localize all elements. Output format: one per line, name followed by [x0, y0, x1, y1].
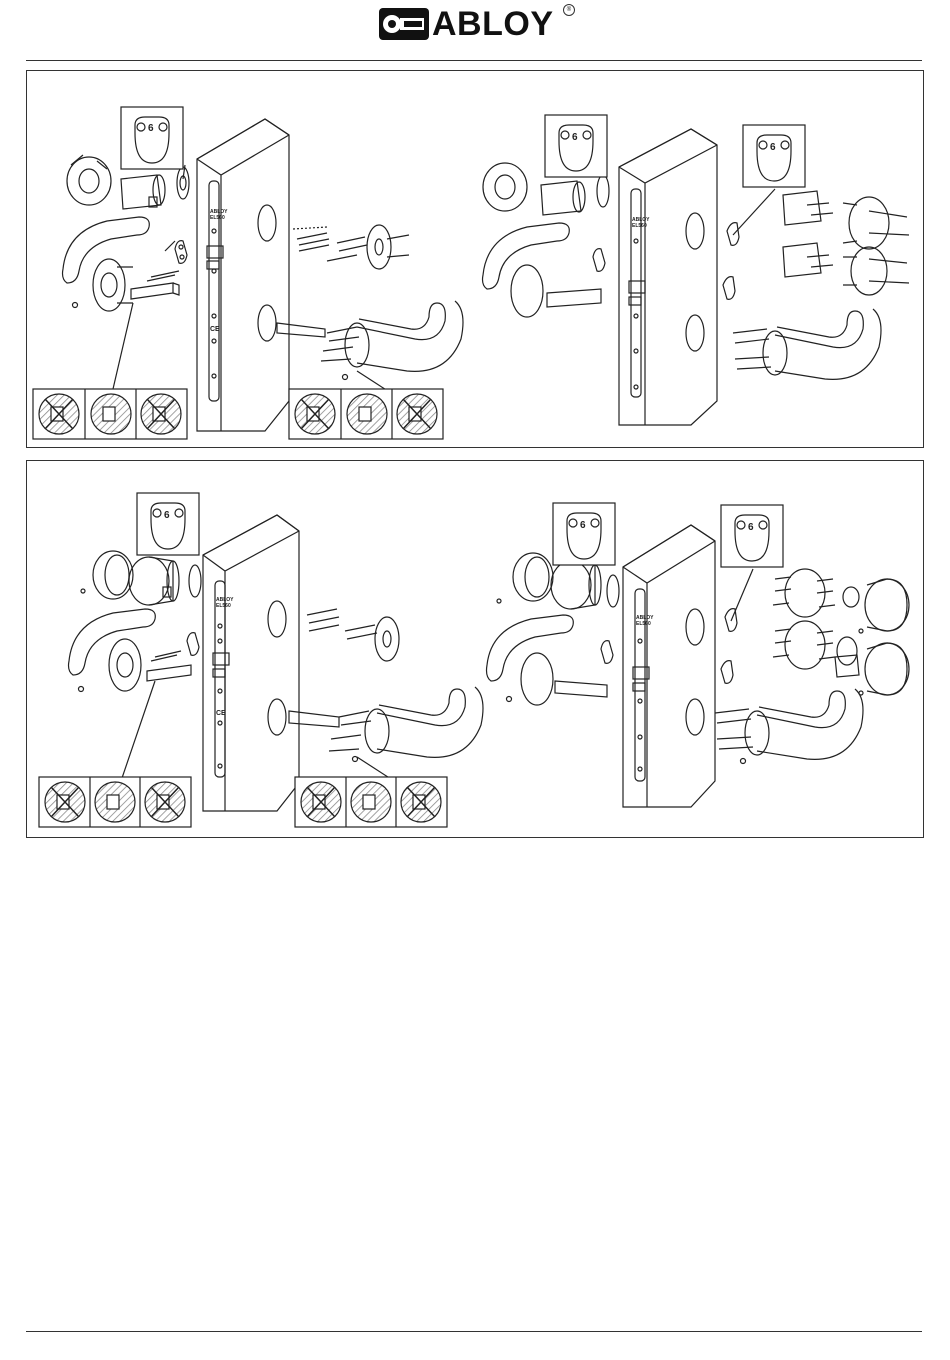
lever-handle-right-top [483, 223, 602, 317]
registered-mark: ® [563, 4, 575, 16]
lock-case-bottom-right [623, 525, 715, 807]
abloy-logo: ABLOY ® [378, 4, 578, 44]
cylinder-left [121, 175, 165, 209]
lever-handle-bottom-right-right [715, 689, 863, 764]
diagram-panel-top: ABLOY EL560 CE [26, 70, 924, 448]
rose-cover-bottom-right-left [497, 553, 553, 603]
lock-model-text-right: EL560 [632, 223, 647, 229]
cylinder-bottom-left [129, 557, 179, 605]
rose-cover-right [483, 163, 527, 211]
lock-model-text: EL560 [210, 215, 225, 221]
lever-handle-left [63, 217, 150, 311]
lockplate-number-bottom-right-a: 6 [580, 520, 586, 531]
lockplate-number: 6 [148, 123, 154, 134]
follower-options-bottom-left [39, 777, 191, 827]
diagram-panel-bottom: 6 ABLOY EL560 CE 6 6 ABLOY EL560 [26, 460, 924, 838]
spindle-bottom-left [147, 651, 191, 681]
lever-handle-bottom-right-left [487, 615, 608, 705]
lockplate-number-bottom-left: 6 [164, 510, 170, 521]
spindle-left [131, 271, 179, 299]
lever-handle-bottom-left [69, 609, 156, 692]
header-rule [26, 60, 922, 61]
fixing-screws-bottom-left [307, 609, 377, 639]
lock-case-left [197, 119, 289, 431]
lock-case-bottom-left [203, 515, 299, 811]
oval-plate-left [165, 241, 187, 264]
lever-handle-right-bottom [733, 309, 881, 379]
rose-right-top [367, 225, 409, 269]
thumbturn-cylinders [783, 191, 909, 295]
brand-name: ABLOY [432, 6, 554, 42]
follower-options-left [33, 389, 187, 439]
footer-rule [26, 1331, 922, 1332]
lever-handle-bottom-right [289, 687, 483, 762]
spacer-ring-left [177, 167, 189, 199]
lockplate-callout-right-b [733, 125, 805, 235]
lockplate-number-right-a: 6 [572, 132, 578, 143]
lock-case-right [619, 129, 717, 425]
cylinder-bottom-right-left [551, 561, 601, 609]
rose-cover-bottom-left [81, 551, 133, 599]
lockplate-callout-right-a [545, 115, 607, 177]
lever-handle-right [277, 301, 463, 380]
rose-cover-left [67, 155, 111, 205]
lockplate-number-right-b: 6 [770, 142, 776, 153]
lockplate-number-bottom-right-b: 6 [748, 522, 754, 533]
lockplate-callout-bottom-left [137, 493, 199, 555]
follower-options-bottom-right [295, 777, 447, 827]
fixing-screws-left [293, 227, 367, 261]
ce-mark: CE [210, 326, 220, 333]
key-emblem-icon [378, 4, 432, 44]
knob-cylinders [773, 569, 909, 695]
cylinder-right [541, 181, 585, 215]
rose-bottom-right-top [375, 617, 399, 661]
lock-model-text-bottom-left: EL560 [216, 603, 231, 609]
exploded-view-drawing-bottom: 6 ABLOY EL560 CE 6 6 ABLOY EL560 [27, 461, 923, 837]
exploded-view-drawing-top: ABLOY EL560 CE [27, 71, 923, 447]
lockplate-callout-bottom-right-a [553, 503, 615, 565]
lock-model-text-bottom-right: EL560 [636, 621, 651, 627]
ce-mark-bottom-left: CE [216, 710, 226, 717]
lockplate-callout-left [121, 107, 185, 179]
follower-options-right [289, 389, 443, 439]
